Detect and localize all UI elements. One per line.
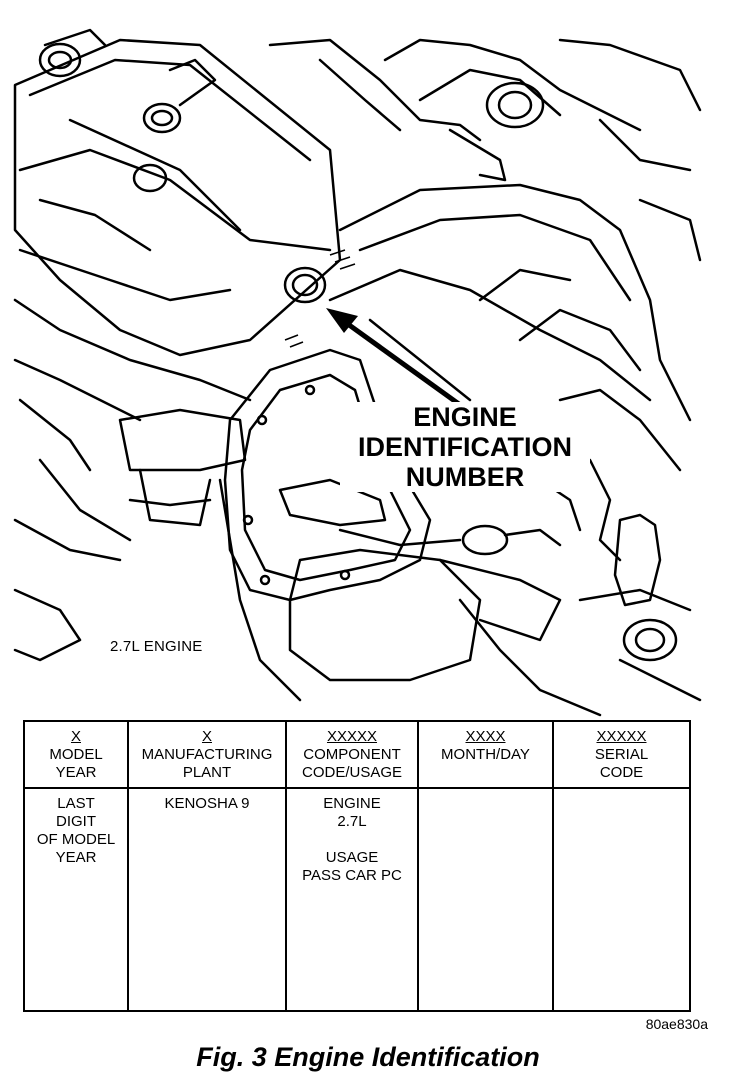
header-month-day: XXXX MONTH/DAY [417, 720, 554, 789]
header-text: YEAR [55, 764, 97, 781]
header-text: COMPONENT [303, 746, 401, 763]
engine-id-callout: ENGINE IDENTIFICATION NUMBER [340, 402, 590, 492]
cell-model-year: LAST DIGIT OF MODEL YEAR [23, 787, 129, 1012]
callout-line-3: NUMBER [340, 462, 590, 492]
engine-illustration [13, 28, 702, 717]
intake-runners [268, 38, 702, 262]
cell-serial [552, 787, 691, 1012]
code-month-day: XXXX [465, 728, 506, 745]
cell-gap [289, 831, 415, 849]
bracket [278, 478, 692, 682]
cell-text: ENGINE [323, 795, 381, 812]
code-plant: X [201, 728, 212, 745]
code-component: XXXXX [326, 728, 378, 745]
cell-component: ENGINE 2.7L USAGE PASS CAR PC [285, 787, 419, 1012]
reference-code: 80ae830a [645, 1016, 708, 1032]
engine-block [328, 183, 692, 562]
cylinder-head-left [13, 38, 342, 662]
header-text: CODE [599, 764, 644, 781]
cell-text: 2.7L [337, 813, 367, 830]
header-text: MANUFACTURING [141, 746, 273, 763]
cell-plant: KENOSHA 9 [127, 787, 287, 1012]
header-text: MODEL [49, 746, 103, 763]
callout-line-2: IDENTIFICATION [340, 432, 590, 462]
header-text: MONTH/DAY [441, 746, 530, 763]
cell-text: YEAR [55, 849, 97, 866]
code-model-year: X [70, 728, 81, 745]
code-serial: XXXXX [596, 728, 647, 745]
header-model-year: X MODEL YEAR [23, 720, 129, 789]
header-text: PLANT [182, 764, 232, 781]
leader-arrow [326, 308, 472, 415]
header-serial-code: XXXXX SERIAL CODE [552, 720, 691, 789]
cell-text: USAGE [325, 849, 379, 866]
figure-caption: Fig. 3 Engine Identification [196, 1042, 540, 1072]
stamp-hatch [284, 249, 356, 348]
cell-text: OF MODEL [36, 831, 116, 848]
lower-block [118, 408, 702, 717]
engine-id-table: X MODEL YEAR X MANUFACTURING PLANT XXXXX… [23, 720, 691, 1012]
header-component-code: XXXXX COMPONENT CODE/USAGE [285, 720, 419, 789]
callout-line-1: ENGINE [340, 402, 590, 432]
header-text: CODE/USAGE [301, 764, 403, 781]
cell-text: PASS CAR PC [302, 867, 402, 884]
cell-text: LAST [57, 795, 95, 812]
cell-text: DIGIT [56, 813, 96, 830]
cell-text: KENOSHA 9 [164, 795, 250, 812]
table-body-row: LAST DIGIT OF MODEL YEAR KENOSHA 9 ENGIN… [23, 787, 691, 1012]
engine-label: 2.7L ENGINE [110, 638, 203, 655]
table-header-row: X MODEL YEAR X MANUFACTURING PLANT XXXXX… [23, 720, 691, 789]
cell-month-day [417, 787, 554, 1012]
header-manufacturing-plant: X MANUFACTURING PLANT [127, 720, 287, 789]
spark-plug-tubes [38, 28, 327, 304]
header-text: SERIAL [594, 746, 649, 763]
